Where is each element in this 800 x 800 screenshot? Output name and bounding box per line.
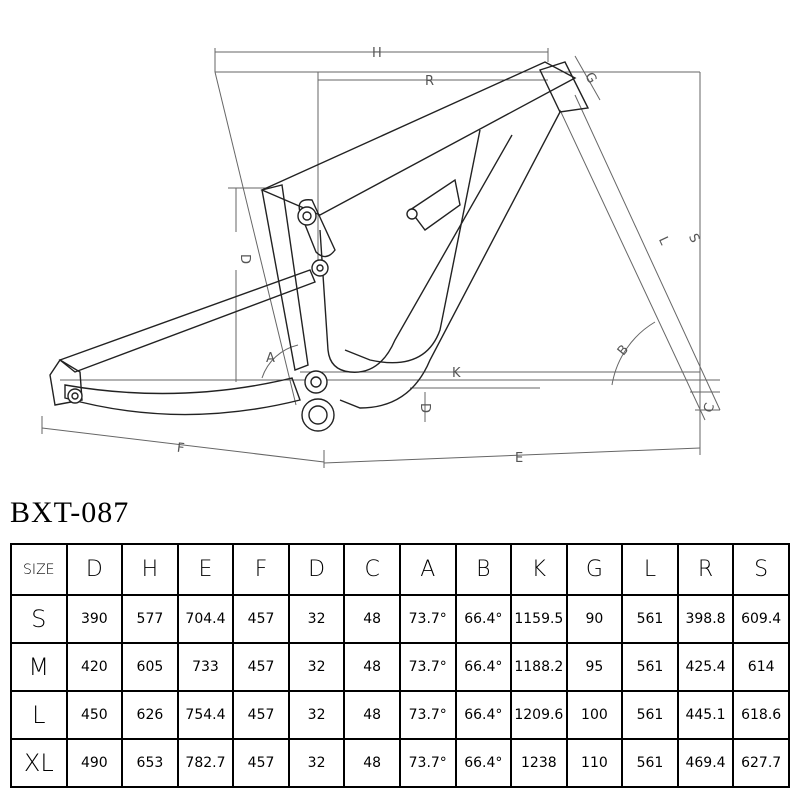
header-cell: D bbox=[65, 543, 124, 596]
label-e: E bbox=[515, 451, 523, 466]
value-cell: 577 bbox=[121, 594, 179, 644]
label-r: R bbox=[425, 74, 434, 89]
header-cell: C bbox=[343, 543, 401, 596]
label-f: F bbox=[176, 441, 185, 457]
label-d-left: D bbox=[237, 254, 252, 264]
value-cell: 398.8 bbox=[676, 594, 735, 644]
label-a: A bbox=[266, 351, 275, 366]
value-cell: 73.7° bbox=[398, 738, 457, 788]
label-d-bb: D bbox=[417, 403, 432, 413]
table-header-row: SIZE D H E F D C A B K G L R S bbox=[10, 543, 790, 596]
value-cell: 490 bbox=[65, 738, 124, 788]
value-cell: 445.1 bbox=[676, 690, 735, 740]
value-cell: 561 bbox=[621, 690, 679, 740]
bike-frame-outline bbox=[49, 61, 590, 416]
label-c: C bbox=[701, 401, 718, 415]
value-cell: 48 bbox=[343, 738, 401, 788]
value-cell: 653 bbox=[121, 738, 179, 788]
dimension-lines bbox=[41, 48, 721, 468]
value-cell: 32 bbox=[287, 690, 346, 740]
value-cell: 457 bbox=[232, 738, 290, 788]
label-k: K bbox=[452, 366, 461, 381]
header-cell: SIZE bbox=[10, 543, 68, 596]
dimension-labels: H R G S L D A K B D C F E bbox=[176, 46, 718, 466]
value-cell: 48 bbox=[343, 642, 401, 692]
size-cell: S bbox=[10, 594, 68, 644]
value-cell: 457 bbox=[232, 642, 290, 692]
value-cell: 618.6 bbox=[732, 690, 790, 740]
label-l: L bbox=[655, 234, 672, 248]
value-cell: 66.4° bbox=[454, 738, 513, 788]
value-cell: 609.4 bbox=[732, 594, 790, 644]
value-cell: 754.4 bbox=[176, 690, 235, 740]
value-cell: 614 bbox=[732, 642, 790, 692]
header-cell: B bbox=[454, 543, 513, 596]
value-cell: 626 bbox=[121, 690, 179, 740]
value-cell: 390 bbox=[65, 594, 124, 644]
header-cell: A bbox=[398, 543, 457, 596]
size-cell: XL bbox=[10, 738, 68, 788]
header-cell: L bbox=[621, 543, 679, 596]
value-cell: 561 bbox=[621, 594, 679, 644]
value-cell: 1159.5 bbox=[510, 594, 568, 644]
value-cell: 782.7 bbox=[176, 738, 235, 788]
model-title: BXT-087 bbox=[10, 496, 130, 529]
value-cell: 32 bbox=[287, 642, 346, 692]
frame-geometry-diagram: H R G S L D A K B D C F E bbox=[41, 46, 721, 468]
value-cell: 90 bbox=[565, 594, 624, 644]
value-cell: 1238 bbox=[510, 738, 568, 788]
header-cell: D bbox=[287, 543, 346, 596]
value-cell: 457 bbox=[232, 690, 290, 740]
value-cell: 733 bbox=[176, 642, 235, 692]
value-cell: 627.7 bbox=[732, 738, 790, 788]
value-cell: 66.4° bbox=[454, 642, 513, 692]
label-h: H bbox=[372, 46, 382, 61]
value-cell: 95 bbox=[565, 642, 624, 692]
value-cell: 73.7° bbox=[398, 642, 457, 692]
pivot-points bbox=[67, 206, 418, 432]
value-cell: 457 bbox=[232, 594, 290, 644]
value-cell: 66.4° bbox=[454, 594, 513, 644]
value-cell: 704.4 bbox=[176, 594, 235, 644]
header-cell: F bbox=[232, 543, 290, 596]
value-cell: 32 bbox=[287, 738, 346, 788]
value-cell: 73.7° bbox=[398, 690, 457, 740]
header-cell: K bbox=[510, 543, 568, 596]
header-cell: H bbox=[121, 543, 179, 596]
header-cell: E bbox=[176, 543, 235, 596]
value-cell: 425.4 bbox=[676, 642, 735, 692]
value-cell: 73.7° bbox=[398, 594, 457, 644]
value-cell: 48 bbox=[343, 690, 401, 740]
value-cell: 32 bbox=[287, 594, 346, 644]
value-cell: 1209.6 bbox=[510, 690, 568, 740]
value-cell: 469.4 bbox=[676, 738, 735, 788]
value-cell: 66.4° bbox=[454, 690, 513, 740]
size-cell: M bbox=[10, 642, 68, 692]
value-cell: 100 bbox=[565, 690, 624, 740]
value-cell: 450 bbox=[65, 690, 124, 740]
value-cell: 561 bbox=[621, 738, 679, 788]
header-cell: R bbox=[676, 543, 735, 596]
value-cell: 420 bbox=[65, 642, 124, 692]
value-cell: 1188.2 bbox=[510, 642, 568, 692]
value-cell: 605 bbox=[121, 642, 179, 692]
size-cell: L bbox=[10, 690, 68, 740]
header-cell: G bbox=[565, 543, 624, 596]
value-cell: 110 bbox=[565, 738, 624, 788]
header-cell: S bbox=[732, 543, 790, 596]
value-cell: 561 bbox=[621, 642, 679, 692]
value-cell: 48 bbox=[343, 594, 401, 644]
